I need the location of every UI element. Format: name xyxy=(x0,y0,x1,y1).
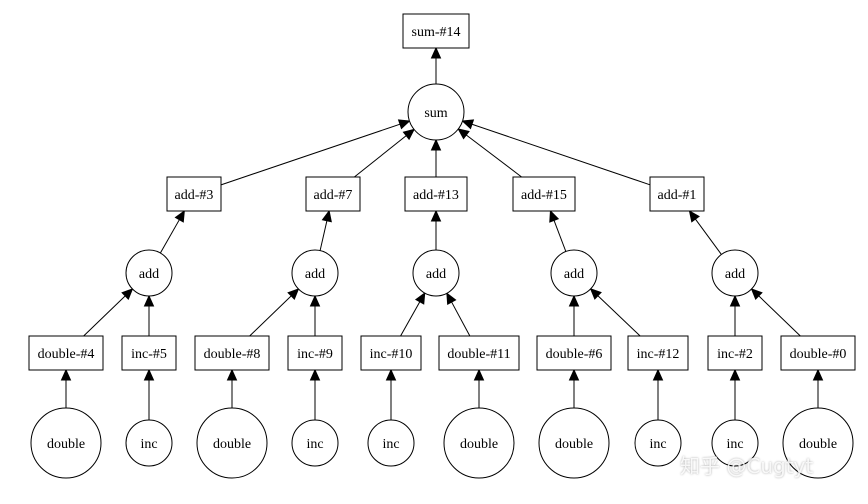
edge-add13-to-sum xyxy=(430,138,442,177)
node-label: add-#15 xyxy=(521,188,567,203)
node-addC: add xyxy=(412,249,460,297)
edge-fd4-to-double4 xyxy=(60,368,72,408)
node-label: double xyxy=(47,437,85,452)
edge-double0-to-addE xyxy=(750,288,801,337)
edge-inc12-to-addD xyxy=(589,288,641,337)
node-label: sum-#14 xyxy=(412,25,461,40)
node-label: double-#11 xyxy=(447,347,510,362)
node-addB: add xyxy=(291,249,339,297)
node-label: add xyxy=(725,267,745,282)
edge-fi2-to-inc2 xyxy=(729,368,741,420)
edge-double8-to-addB xyxy=(249,288,300,337)
edge-addD-to-add15 xyxy=(549,209,567,252)
edge-inc5-to-addA xyxy=(143,294,155,336)
edge-inc10-to-addC xyxy=(400,291,426,337)
node-label: inc-#5 xyxy=(131,347,167,362)
node-label: inc-#12 xyxy=(637,347,680,362)
node-label: inc xyxy=(726,437,743,452)
node-label: inc-#2 xyxy=(717,347,753,362)
node-inc9: inc-#9 xyxy=(287,335,343,371)
edge-fd8-to-double8 xyxy=(226,368,238,408)
node-double11: double-#11 xyxy=(438,335,520,371)
node-label: double-#8 xyxy=(204,347,261,362)
node-label: inc xyxy=(140,437,157,452)
node-fd11: double xyxy=(443,407,515,479)
node-fi2: inc xyxy=(711,419,759,467)
node-label: add xyxy=(305,267,325,282)
watermark-text: 知乎 @Cugtyt xyxy=(680,454,814,478)
node-label: add-#7 xyxy=(314,188,353,203)
node-add3: add-#3 xyxy=(166,176,222,212)
node-label: double xyxy=(799,437,837,452)
edge-fd0-to-double0 xyxy=(812,368,824,408)
node-double0: double-#0 xyxy=(780,335,856,371)
node-label: double xyxy=(555,437,593,452)
edge-add3-to-sum xyxy=(220,119,411,186)
node-addA: add xyxy=(125,249,173,297)
edge-double11-to-addC xyxy=(446,292,471,337)
edge-addE-to-add1 xyxy=(688,210,722,255)
edge-inc2-to-addE xyxy=(729,294,741,336)
edge-add7-to-sum xyxy=(354,128,416,178)
node-label: double-#4 xyxy=(38,347,95,362)
node-label: add xyxy=(564,267,584,282)
edge-addC-to-add13 xyxy=(430,209,442,250)
node-fd8: double xyxy=(196,407,268,479)
node-label: add-#1 xyxy=(658,188,697,203)
node-label: double-#0 xyxy=(790,347,847,362)
node-label: double xyxy=(460,437,498,452)
edge-inc9-to-addB xyxy=(309,294,321,336)
edge-double4-to-addA xyxy=(83,288,134,337)
edge-double6-to-addD xyxy=(568,294,580,336)
node-fi12: inc xyxy=(634,419,682,467)
node-fi9: inc xyxy=(291,419,339,467)
node-fd6: double xyxy=(538,407,610,479)
edge-fd6-to-double6 xyxy=(568,368,580,408)
edge-fi10-to-inc10 xyxy=(385,368,397,420)
node-double4: double-#4 xyxy=(28,335,104,371)
node-fi5: inc xyxy=(125,419,173,467)
node-inc10: inc-#10 xyxy=(360,335,422,371)
node-label: add xyxy=(426,267,446,282)
node-inc12: inc-#12 xyxy=(627,335,689,371)
node-label: add-#13 xyxy=(413,188,459,203)
node-fi10: inc xyxy=(367,419,415,467)
node-sum: sum xyxy=(407,83,465,141)
edge-add1-to-sum xyxy=(461,119,651,186)
node-label: add-#3 xyxy=(175,188,214,203)
edge-fi12-to-inc12 xyxy=(652,368,664,420)
node-add15: add-#15 xyxy=(512,176,576,212)
node-add13: add-#13 xyxy=(404,176,468,212)
node-label: inc xyxy=(306,437,323,452)
node-inc5: inc-#5 xyxy=(121,335,177,371)
node-fd4: double xyxy=(30,407,102,479)
node-label: double-#6 xyxy=(546,347,603,362)
edge-fi9-to-inc9 xyxy=(309,368,321,420)
edge-fd11-to-double11 xyxy=(473,368,485,408)
edge-addA-to-add3 xyxy=(159,209,185,254)
node-label: double xyxy=(213,437,251,452)
node-fd0: double xyxy=(782,407,854,479)
node-inc2: inc-#2 xyxy=(707,335,763,371)
node-label: inc-#10 xyxy=(370,347,413,362)
edge-add15-to-sum xyxy=(457,128,522,178)
node-label: add xyxy=(139,267,159,282)
node-label: inc-#9 xyxy=(297,347,333,362)
node-label: sum xyxy=(424,106,447,121)
node-label: inc xyxy=(649,437,666,452)
node-double8: double-#8 xyxy=(194,335,270,371)
edge-sum-to-sum14 xyxy=(430,46,442,84)
node-sum14: sum-#14 xyxy=(402,13,470,49)
node-add1: add-#1 xyxy=(649,176,705,212)
node-addD: add xyxy=(550,249,598,297)
node-label: inc xyxy=(382,437,399,452)
node-double6: double-#6 xyxy=(536,335,612,371)
edge-addB-to-add7 xyxy=(319,209,332,251)
node-addE: add xyxy=(711,249,759,297)
edge-fi5-to-inc5 xyxy=(143,368,155,420)
node-add7: add-#7 xyxy=(305,176,361,212)
